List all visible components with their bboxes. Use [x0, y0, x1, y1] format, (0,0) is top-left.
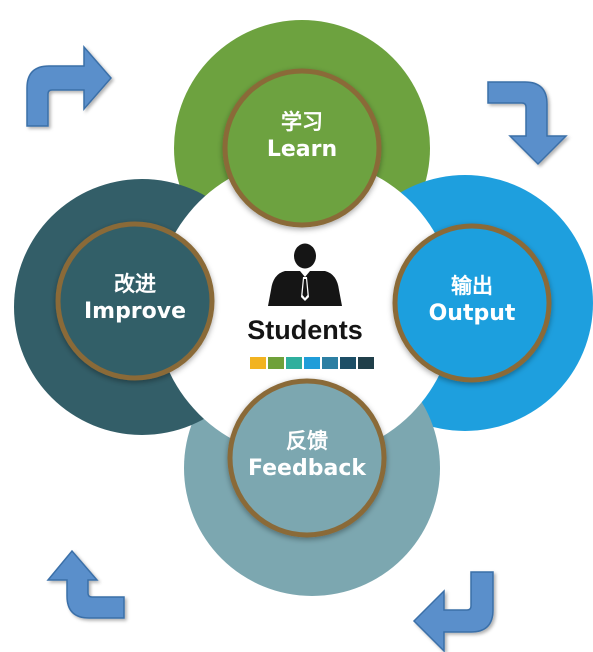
color-bar-segment	[250, 357, 266, 369]
color-bar-segment	[340, 357, 356, 369]
improve-node	[55, 221, 215, 381]
improve-label-zh: 改进	[114, 272, 156, 296]
center-title: Students	[247, 315, 363, 345]
down-right-arrow-icon	[487, 81, 568, 166]
output-node	[392, 223, 552, 383]
color-bar-segment	[358, 357, 374, 369]
output-label: 输出 Output	[397, 273, 547, 328]
learn-label-zh: 学习	[281, 110, 323, 134]
learn-node	[222, 68, 382, 228]
down-left-arrow-icon	[412, 571, 494, 652]
feedback-label: 反馈 Feedback	[232, 428, 382, 483]
color-bar-segment	[286, 357, 302, 369]
improve-label-en: Improve	[83, 298, 187, 324]
feedback-label-zh: 反馈	[286, 429, 328, 453]
color-bar-segment	[268, 357, 284, 369]
learn-label: 学习 Learn	[227, 109, 377, 164]
output-label-en: Output	[428, 300, 516, 326]
up-left-arrow-icon	[46, 549, 125, 619]
improve-label: 改进 Improve	[60, 271, 210, 326]
color-bar	[250, 357, 374, 369]
feedback-label-en: Feedback	[248, 455, 366, 481]
center-disc	[155, 158, 455, 458]
learn-label-en: Learn	[266, 136, 338, 162]
up-right-arrow-icon	[26, 44, 112, 127]
color-bar-segment	[322, 357, 338, 369]
person-in-suit-icon	[268, 243, 342, 306]
feedback-node	[227, 378, 387, 538]
output-label-zh: 输出	[451, 274, 493, 298]
color-bar-segment	[304, 357, 320, 369]
